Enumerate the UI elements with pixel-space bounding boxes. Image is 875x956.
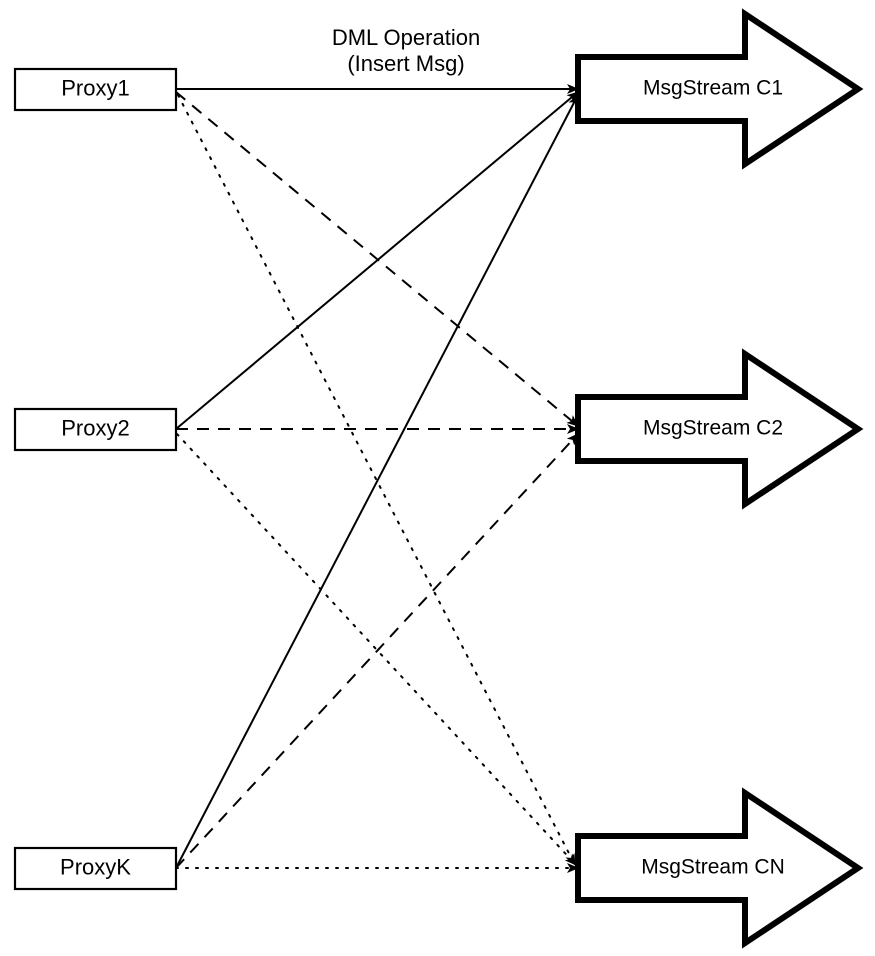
proxy-box-rect [13, 846, 178, 891]
proxy-node-group: Proxy1 Proxy2 ProxyK [13, 67, 178, 891]
proxy-label: Proxy2 [61, 415, 129, 440]
msgstream-label: MsgStream C1 [643, 77, 783, 100]
proxy-node-proxy2[interactable]: Proxy2 [13, 407, 178, 452]
msgstream-node-group: MsgStream C1 MsgStream C2 MsgStream CN [575, 8, 864, 949]
proxy-box-rect [13, 407, 178, 452]
edge-proxy1-to-stream-cn [177, 94, 576, 866]
msgstream-node-cn[interactable]: MsgStream CN [575, 787, 864, 949]
edge-proxy1-to-stream-c2 [175, 91, 579, 427]
block-arrow-icon [575, 8, 864, 170]
edge-proxyk-to-stream-c1 [175, 94, 579, 869]
proxy-node-proxyk[interactable]: ProxyK [13, 846, 178, 891]
proxy-box-rect [13, 67, 178, 112]
edge-proxy2-to-stream-cn [176, 433, 577, 866]
block-arrow-icon [575, 787, 864, 949]
edge-caption-line-1: DML Operation [332, 25, 480, 50]
msgstream-label: MsgStream C2 [643, 417, 783, 440]
edge-layer [175, 84, 579, 873]
msgstream-node-c1[interactable]: MsgStream C1 [575, 8, 864, 170]
proxy-label: Proxy1 [61, 75, 129, 100]
edge-proxy2-to-stream-c1 [175, 91, 579, 430]
block-arrow-icon [575, 348, 864, 510]
edge-caption-line-2: (Insert Msg) [347, 51, 464, 76]
edge-proxyk-to-stream-c2 [175, 433, 579, 869]
proxy-node-proxy1[interactable]: Proxy1 [13, 67, 178, 112]
edge-caption: DML Operation (Insert Msg) [332, 25, 480, 76]
msgstream-node-c2[interactable]: MsgStream C2 [575, 348, 864, 510]
proxy-label: ProxyK [60, 854, 131, 879]
msgstream-label: MsgStream CN [641, 856, 785, 879]
